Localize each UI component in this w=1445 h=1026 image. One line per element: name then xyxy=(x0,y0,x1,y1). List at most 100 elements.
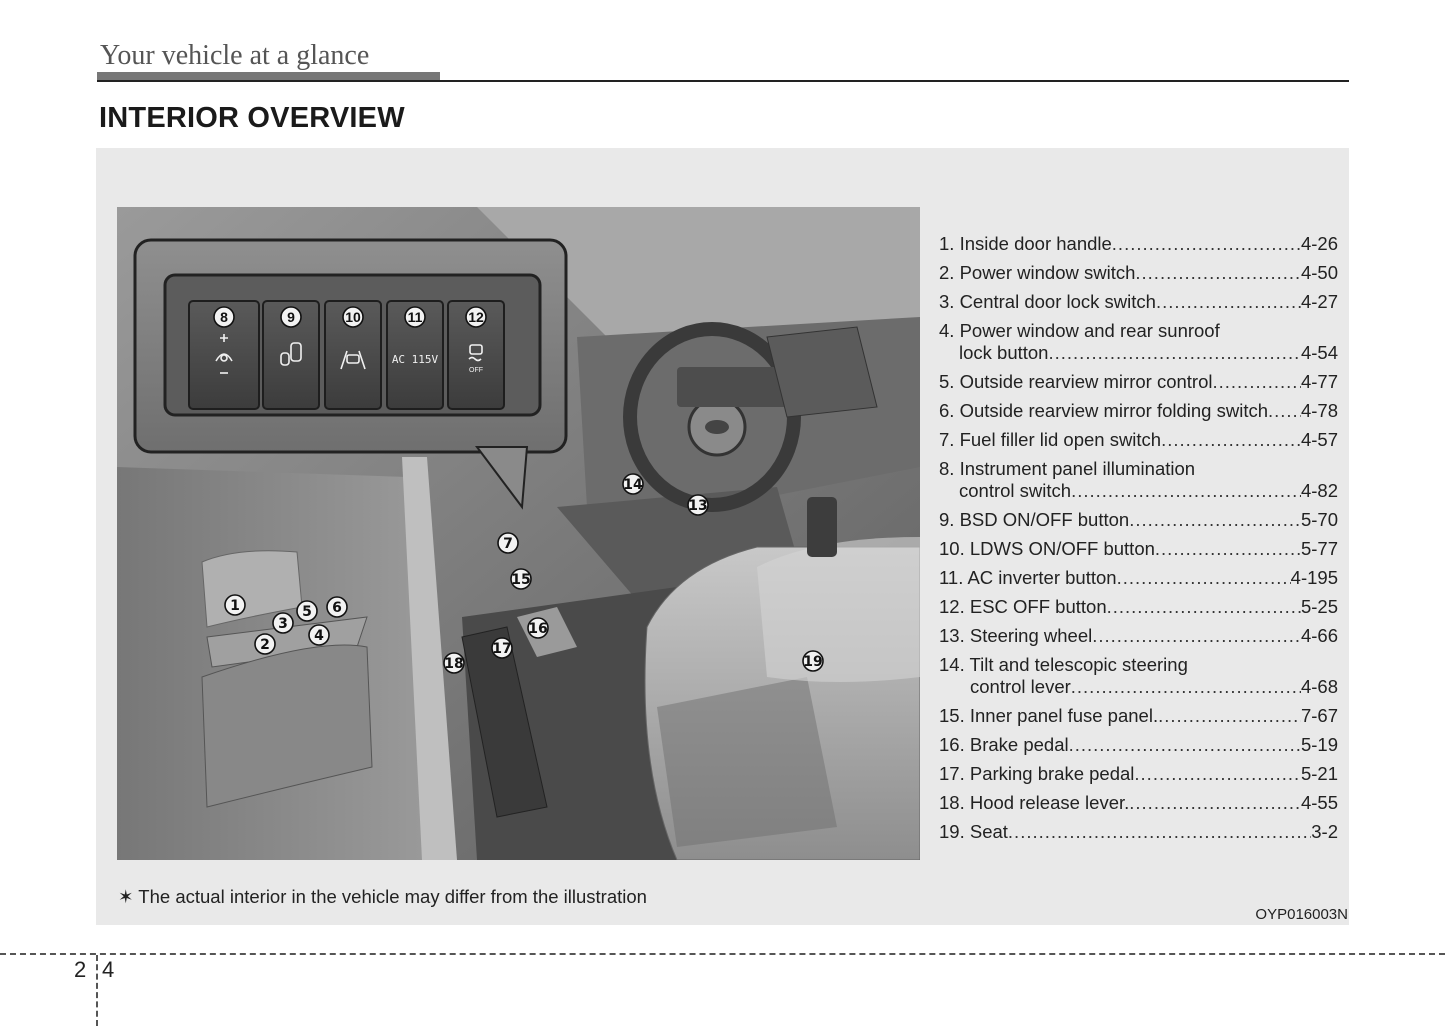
legend-item: 3. Central door lock switch4-27 xyxy=(939,291,1338,320)
callout-number: 10 xyxy=(345,309,361,325)
legend-item-label: 10. LDWS ON/OFF button xyxy=(939,538,1155,559)
legend-item-label: 12. ESC OFF button xyxy=(939,596,1107,617)
legend-item-page: 4-68 xyxy=(1300,676,1338,697)
callout-6: 6 xyxy=(326,596,348,618)
legend-item-page: 4-66 xyxy=(1300,625,1338,646)
legend-item-label: 4. Power window and rear sunroof xyxy=(939,320,1220,341)
legend-item: 10. LDWS ON/OFF button 5-77 xyxy=(939,538,1338,567)
callout-number: 8 xyxy=(220,309,228,325)
callout-number: 9 xyxy=(287,309,295,325)
legend-item: 19. Seat3-2 xyxy=(939,821,1338,850)
callout-number: 17 xyxy=(492,641,511,657)
callout-number: 5 xyxy=(302,604,312,620)
legend-item-label: 7. Fuel filler lid open switch xyxy=(939,429,1162,450)
callout-number: 3 xyxy=(278,616,288,632)
inset-button-8: 8 xyxy=(188,300,260,410)
legend-item-label: 13. Steering wheel xyxy=(939,625,1093,646)
legend-item-label: 6. Outside rearview mirror folding switc… xyxy=(939,400,1268,421)
leader-dots xyxy=(1117,567,1291,589)
footer-dashed-rule xyxy=(0,953,1445,955)
callout-2: 2 xyxy=(254,633,276,655)
leader-dots xyxy=(1071,480,1301,502)
legend-item: 1. Inside door handle4-26 xyxy=(939,233,1338,262)
leader-dots xyxy=(1135,262,1301,284)
legend-item-page: 4-50 xyxy=(1300,262,1338,283)
legend-item-label-cont: control switch xyxy=(959,480,1072,501)
callout-7: 7 xyxy=(497,532,519,554)
legend-item-page: 4-55 xyxy=(1300,792,1338,813)
illumination-icon xyxy=(215,334,233,374)
footnote: ✶ The actual interior in the vehicle may… xyxy=(118,886,647,907)
legend-item: 7. Fuel filler lid open switch 4-57 xyxy=(939,429,1338,458)
header-rule-thin xyxy=(97,80,1349,82)
page-number: 4 xyxy=(102,957,115,982)
callout-10: 10 xyxy=(342,306,364,328)
callout-number: 4 xyxy=(314,628,324,644)
callout-number: 13 xyxy=(688,498,707,514)
callout-number: 18 xyxy=(444,656,463,672)
inset-button-9: 9 xyxy=(262,300,320,410)
leader-dots xyxy=(1071,676,1301,698)
legend-item-label: 1. Inside door handle xyxy=(939,233,1112,254)
legend-item-label: 9. BSD ON/OFF button xyxy=(939,509,1130,530)
legend-item-page: 5-25 xyxy=(1300,596,1338,617)
footer-dashed-divider xyxy=(96,955,98,1026)
legend-item-label: 5. Outside rearview mirror control xyxy=(939,371,1213,392)
legend-item: 9. BSD ON/OFF button 5-70 xyxy=(939,509,1338,538)
bsd-icon xyxy=(280,342,302,366)
leader-dots xyxy=(1129,792,1301,814)
legend-item: 5. Outside rearview mirror control 4-77 xyxy=(939,371,1338,400)
legend-item-page: 4-57 xyxy=(1300,429,1338,450)
figure-code: OYP016003N xyxy=(1255,906,1348,923)
legend-item: 6. Outside rearview mirror folding switc… xyxy=(939,400,1338,429)
legend-item-page: 5-21 xyxy=(1300,763,1338,784)
leader-dots xyxy=(1268,400,1301,422)
leader-dots xyxy=(1048,342,1300,364)
callout-number: 7 xyxy=(503,536,513,552)
inset-button-11: 11 AC 115V xyxy=(386,300,444,410)
legend-item-page: 5-70 xyxy=(1300,509,1338,530)
callout-16: 16 xyxy=(527,617,549,639)
running-head: Your vehicle at a glance xyxy=(100,40,370,71)
legend-item-label: 17. Parking brake pedal xyxy=(939,763,1135,784)
leader-dots xyxy=(1156,291,1301,313)
inset-button-label: AC 115V xyxy=(392,353,439,366)
leader-dots xyxy=(1112,233,1301,255)
callout-5: 5 xyxy=(296,600,318,622)
esc-off-icon: OFF xyxy=(468,344,483,374)
leader-dots xyxy=(1107,596,1301,618)
legend-item: 2. Power window switch 4-50 xyxy=(939,262,1338,291)
callout-number: 14 xyxy=(623,477,643,493)
legend-item: 17. Parking brake pedal 5-21 xyxy=(939,763,1338,792)
legend-item: 16. Brake pedal5-19 xyxy=(939,734,1338,763)
legend-item-label: 8. Instrument panel illumination xyxy=(939,458,1196,479)
legend-item-label: 15. Inner panel fuse panel. xyxy=(939,705,1159,726)
leader-dots xyxy=(1092,625,1301,647)
legend-item-label: 16. Brake pedal xyxy=(939,734,1069,755)
legend-item-page: 4-82 xyxy=(1300,480,1338,501)
callout-14: 14 xyxy=(622,473,644,495)
legend-item-page: 4-54 xyxy=(1300,342,1338,363)
callout-3: 3 xyxy=(272,612,294,634)
legend-item-label-cont: lock button xyxy=(959,342,1049,363)
legend-item-label: 2. Power window switch xyxy=(939,262,1136,283)
legend-item-page: 5-77 xyxy=(1300,538,1338,559)
callout-number: 16 xyxy=(528,621,547,637)
legend-item-label: 3. Central door lock switch xyxy=(939,291,1156,312)
legend-item-page: 4-77 xyxy=(1300,371,1338,392)
leader-dots xyxy=(1008,821,1311,843)
callout-number: 19 xyxy=(803,654,822,670)
callout-number: 1 xyxy=(230,598,240,614)
legend-item: 18. Hood release lever.4-55 xyxy=(939,792,1338,821)
leader-dots xyxy=(1212,371,1300,393)
callout-number: 11 xyxy=(408,309,423,325)
legend-item: 13. Steering wheel 4-66 xyxy=(939,625,1338,654)
callout-13: 13 xyxy=(687,494,709,516)
legend-item-page: 4-78 xyxy=(1300,400,1338,421)
callout-19: 19 xyxy=(802,650,824,672)
leader-dots xyxy=(1158,705,1301,727)
